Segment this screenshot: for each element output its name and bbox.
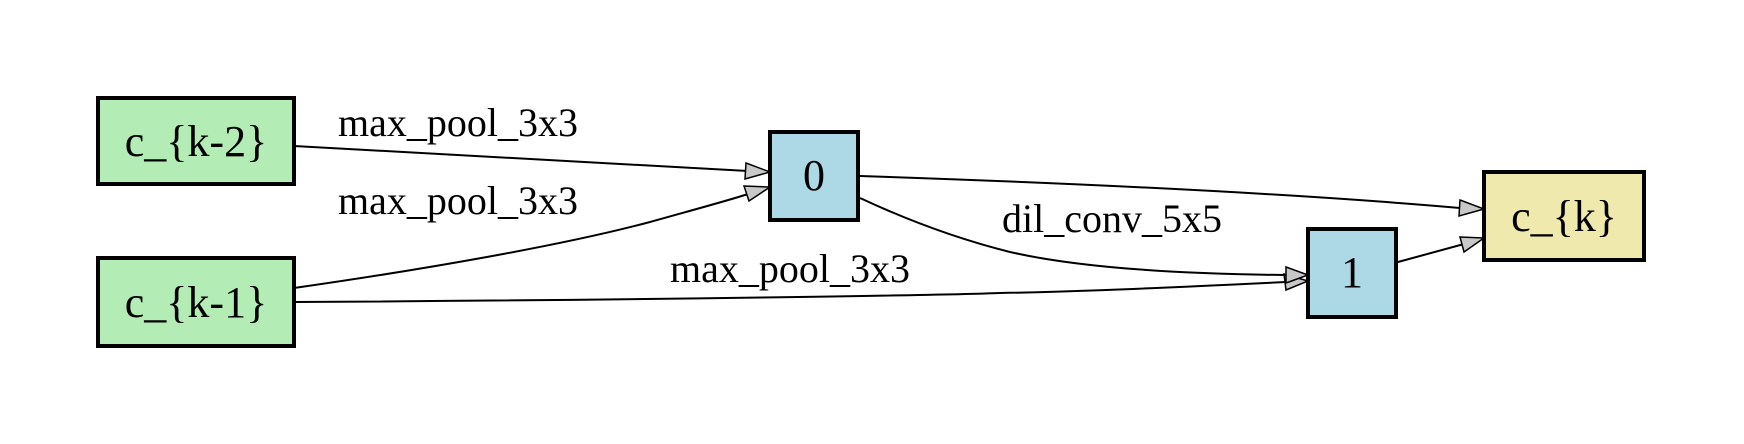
node-box [96,96,296,186]
edge-label-ck2-to-0: max_pool_3x3 [338,100,578,145]
node-label-ck: c_{k} [1511,192,1617,241]
edge-0-to-1 [859,197,1311,285]
edge-label-0-to-1: dil_conv_5x5 [1002,196,1222,241]
node-box [1306,227,1398,319]
edge-0-to-ck [859,175,1487,218]
arrowhead-icon [742,185,773,203]
edge-1-to-ck [1397,236,1487,263]
node-1: 1 [1306,227,1398,319]
edge-ck2-to-0 [293,145,773,181]
node-0: 0 [768,130,860,222]
edge-line [1397,243,1465,263]
arrowhead-icon [1458,198,1487,218]
node-ck: c_{k} [1482,170,1646,262]
edge-line [293,281,1287,303]
edge-label-ck1-to-0: max_pool_3x3 [338,178,578,223]
arrowhead-icon [1285,265,1311,285]
edge-line [293,145,749,172]
node-label-0: 0 [803,151,825,200]
node-ck2: c_{k-2} [96,96,296,186]
edge-line [859,175,1461,209]
edge-line [859,197,1287,276]
edge-ck1-to-0 [293,185,773,289]
arrowhead-icon [744,161,773,181]
node-ck1: c_{k-1} [96,256,296,348]
node-label-ck2: c_{k-2} [125,117,267,166]
arrowhead-icon [1459,236,1487,254]
node-label-1: 1 [1341,248,1363,297]
node-box [96,256,296,348]
node-box [1482,170,1646,262]
edge-line [293,193,749,289]
node-box [768,130,860,222]
node-label-ck1: c_{k-1} [125,278,267,327]
edge-label-ck1-to-1: max_pool_3x3 [670,246,910,291]
